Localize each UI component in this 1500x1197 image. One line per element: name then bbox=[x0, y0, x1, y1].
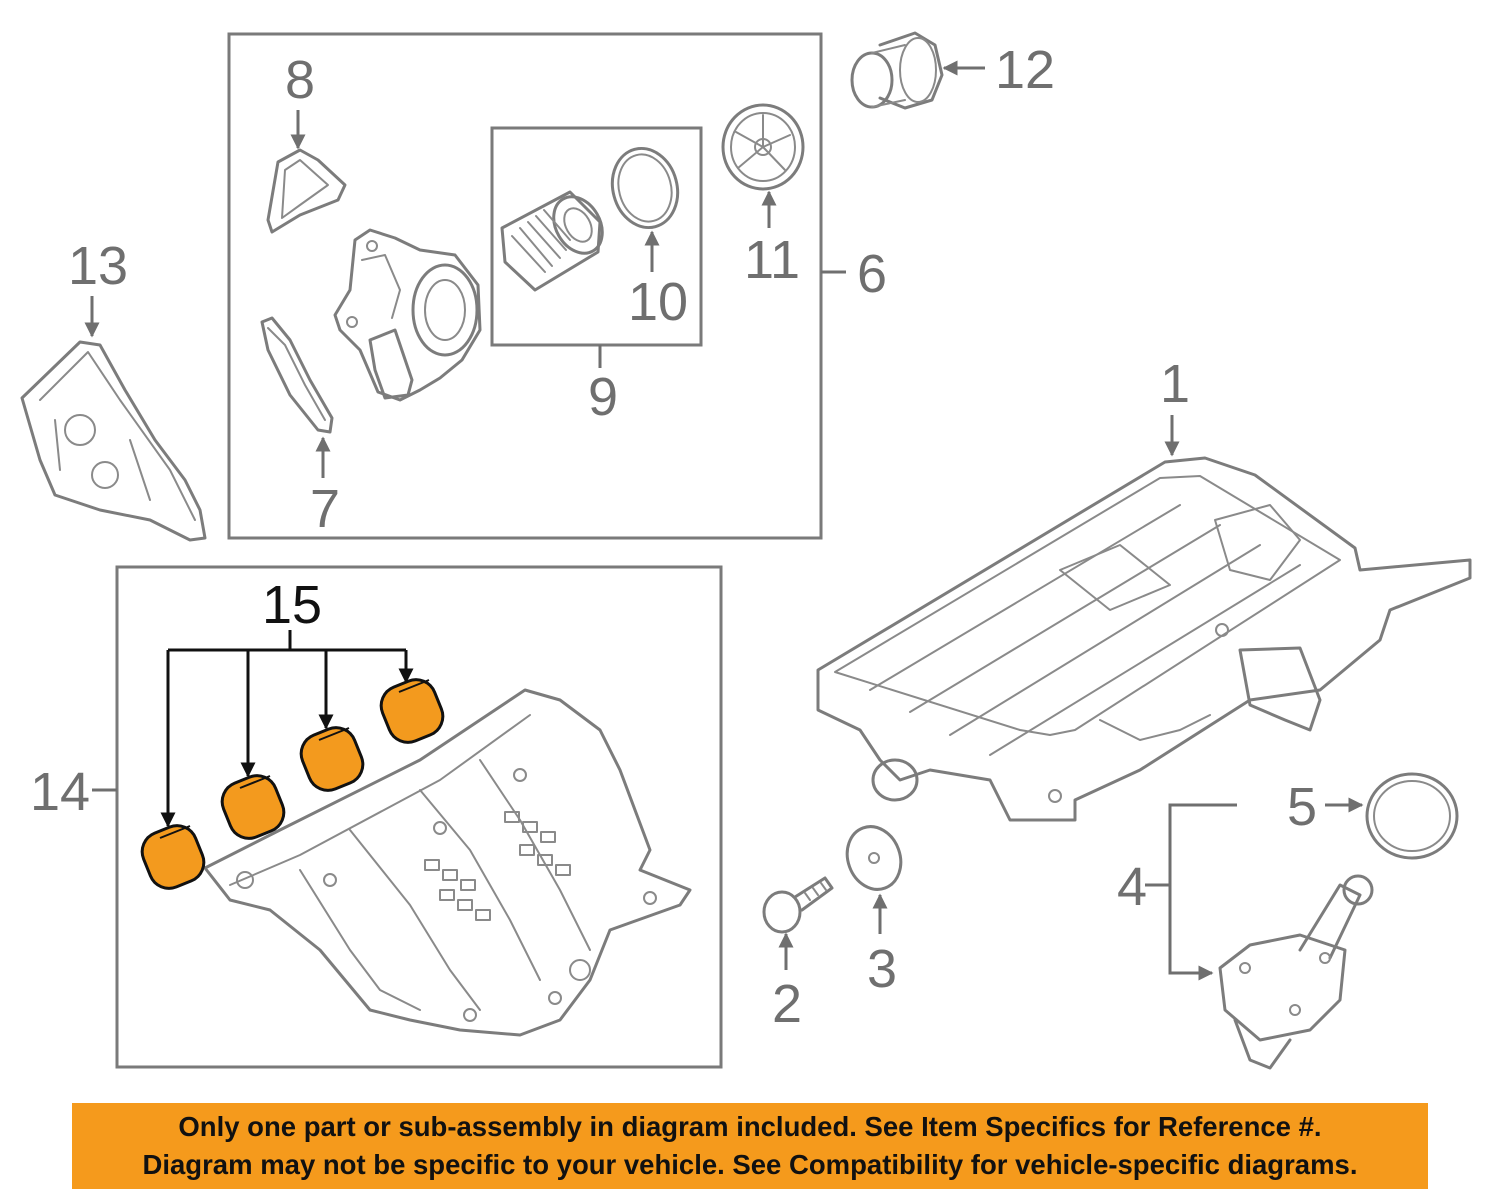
callout-11: 11 bbox=[744, 230, 800, 290]
callout-14: 14 bbox=[30, 762, 90, 822]
callout-8: 8 bbox=[285, 50, 315, 110]
part-8-bracket bbox=[266, 148, 347, 234]
disclaimer-line-1: Only one part or sub-assembly in diagram… bbox=[178, 1111, 1322, 1142]
disclaimer-line-2: Diagram may not be specific to your vehi… bbox=[142, 1149, 1358, 1180]
part-12-plug bbox=[850, 31, 944, 110]
callout-6: 6 bbox=[857, 244, 887, 304]
callout-2: 2 bbox=[772, 974, 802, 1034]
disclaimer-banner: Only one part or sub-assembly in diagram… bbox=[72, 1103, 1428, 1189]
part-7-gasket bbox=[260, 316, 334, 434]
callout-10: 10 bbox=[628, 272, 688, 332]
callout-13: 13 bbox=[68, 236, 128, 296]
part-2-bolt bbox=[762, 876, 834, 934]
group-6-frame bbox=[227, 32, 823, 540]
leader-15 bbox=[160, 630, 414, 828]
leader-4 bbox=[1168, 803, 1237, 981]
oil-filter-housing bbox=[333, 228, 482, 402]
callout-3: 3 bbox=[867, 939, 897, 999]
callout-12: 12 bbox=[995, 40, 1055, 100]
callout-15: 15 bbox=[262, 575, 322, 635]
part-15-gasket-1 bbox=[140, 824, 206, 890]
callout-1: 1 bbox=[1160, 354, 1190, 414]
intake-manifold bbox=[203, 688, 692, 1037]
callout-4: 4 bbox=[1117, 857, 1147, 917]
callout-7: 7 bbox=[310, 479, 340, 539]
part-10-oring bbox=[610, 146, 680, 230]
group-9-frame bbox=[490, 126, 703, 347]
callout-5: 5 bbox=[1287, 777, 1317, 837]
part-11-cap bbox=[721, 103, 805, 191]
part-3-washer bbox=[845, 825, 903, 891]
part-1-oil-pan bbox=[816, 456, 1472, 822]
part-15-gasket-2 bbox=[220, 774, 286, 840]
callout-9: 9 bbox=[588, 367, 618, 427]
filter-element bbox=[500, 190, 604, 292]
part-4-sensor bbox=[1218, 874, 1374, 1070]
part-13-cover bbox=[20, 340, 207, 542]
part-15-gasket-4 bbox=[379, 678, 445, 744]
part-15-gasket-3 bbox=[299, 726, 365, 792]
part-5-oring bbox=[1365, 772, 1459, 860]
group-14-frame bbox=[115, 565, 723, 1069]
